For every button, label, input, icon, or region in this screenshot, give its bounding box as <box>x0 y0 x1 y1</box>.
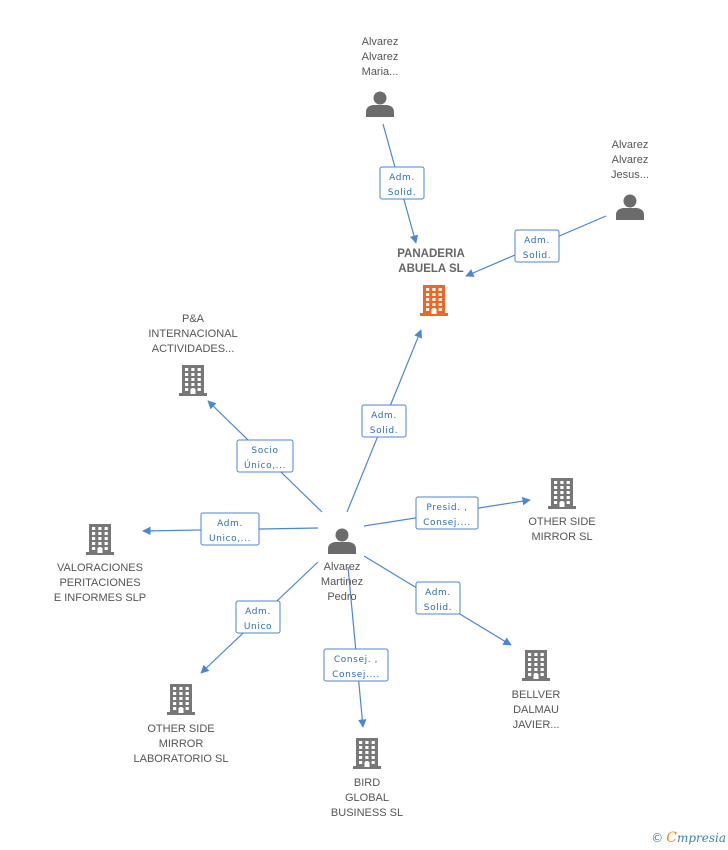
edge-label-pedro-to-pya[interactable]: SocioÚnico,... <box>236 439 294 473</box>
node-label-line: Pedro <box>327 591 356 603</box>
node-alvarez-maria[interactable]: AlvarezAlvarezMaria... <box>362 36 399 117</box>
edge-label-line: Solid. <box>424 603 452 613</box>
copyright-symbol: © <box>651 831 664 845</box>
node-label-line: Martinez <box>321 576 363 588</box>
edge-label-box <box>415 496 479 530</box>
edge-label-line: Adm. <box>217 519 243 529</box>
node-label-line: Maria... <box>362 66 399 78</box>
node-label-line: PANADERIA <box>397 248 465 260</box>
edge-label-line: Adm. <box>389 173 415 183</box>
node-label-line: DALMAU <box>513 704 559 716</box>
edge-label-box <box>236 439 294 473</box>
edge-label-line: Socio <box>251 446 278 456</box>
node-label-line: Alvarez <box>612 139 649 151</box>
building-icon <box>548 478 576 509</box>
node-label-line: BIRD <box>354 777 380 789</box>
node-label-line: JAVIER... <box>513 719 560 731</box>
brand-name: mpresia <box>676 831 726 845</box>
edge-label-box <box>361 404 407 438</box>
edge-label-line: Unico,... <box>209 534 251 544</box>
edge-label-box <box>323 648 389 682</box>
edge-label-line: Unico <box>244 622 272 632</box>
edge-label-box <box>514 229 560 263</box>
edge-labels-layer: Adm. Solid. Adm. Solid. Adm. Solid. SocioÚnico… <box>200 166 560 682</box>
building-icon <box>420 285 448 316</box>
edge-label-line: Consej.... <box>423 518 471 528</box>
node-label-line: Jesus... <box>611 169 649 181</box>
building-icon <box>179 365 207 396</box>
node-label-line: P&A <box>182 313 205 325</box>
edge-label-pedro-to-panaderia[interactable]: Adm. Solid. <box>361 404 407 438</box>
node-bird[interactable]: BIRD GLOBAL BUSINESS SL <box>331 738 403 819</box>
node-other-mirror[interactable]: OTHER SIDE MIRROR SL <box>528 478 596 543</box>
node-bellver[interactable]: BELLVER DALMAU JAVIER... <box>512 650 561 731</box>
building-icon <box>167 684 195 715</box>
node-label-line: OTHER SIDE <box>528 516 595 528</box>
edge-label-alvarez-maria-to-panaderia[interactable]: Adm. Solid. <box>379 166 425 200</box>
building-icon <box>353 738 381 769</box>
edge-label-line: Adm. <box>371 411 397 421</box>
edge-label-box <box>415 581 461 615</box>
edge-label-line: Solid. <box>388 188 416 198</box>
edge-label-box <box>200 512 260 546</box>
node-label-line: GLOBAL <box>345 792 389 804</box>
node-label-line: Alvarez <box>324 561 361 573</box>
building-icon <box>522 650 550 681</box>
edge-label-line: Solid. <box>370 426 398 436</box>
edge-label-box <box>235 600 281 634</box>
node-label-line: MIRROR SL <box>531 531 592 543</box>
node-label-line: MIRROR <box>159 738 204 750</box>
footer-brand[interactable]: © Cmpresia <box>651 830 726 846</box>
edge-pedro-to-bird <box>347 566 367 728</box>
edge-label-line: Consej.... <box>332 670 380 680</box>
node-valoraciones[interactable]: VALORACIONES PERITACIONES E INFORMES SLP <box>54 524 146 604</box>
node-label-line: E INFORMES SLP <box>54 592 146 604</box>
node-alvarez-jesus[interactable]: AlvarezAlvarezJesus... <box>611 139 649 220</box>
edge-label-line: Consej. , <box>334 655 378 665</box>
edge-label-line: Adm. <box>524 236 550 246</box>
node-label-line: LABORATORIO SL <box>134 753 229 765</box>
edge-label-line: Solid. <box>523 251 551 261</box>
edge-label-line: Adm. <box>245 607 271 617</box>
edge-label-pedro-to-other-lab[interactable]: Adm. Unico <box>235 600 281 634</box>
node-other-lab[interactable]: OTHER SIDE MIRROR LABORATORIO SL <box>134 684 229 765</box>
building-icon <box>86 524 114 555</box>
node-label-line: ABUELA SL <box>398 263 463 275</box>
node-label-line: BUSINESS SL <box>331 807 403 819</box>
edge-label-line: Presid. , <box>426 503 467 513</box>
person-icon <box>366 91 394 117</box>
node-label-line: ACTIVIDADES... <box>152 343 235 355</box>
edge-label-box <box>379 166 425 200</box>
edge-label-pedro-to-bird[interactable]: Consej. , Consej.... <box>323 648 389 682</box>
node-label-line: VALORACIONES <box>57 562 143 574</box>
person-icon <box>616 194 644 220</box>
node-label-line: Alvarez <box>362 36 399 48</box>
node-pya[interactable]: P&A INTERNACIONAL ACTIVIDADES... <box>148 313 238 396</box>
node-label-line: PERITACIONES <box>59 577 140 589</box>
edge-label-pedro-to-bellver[interactable]: Adm. Solid. <box>415 581 461 615</box>
edge-label-line: Adm. <box>425 588 451 598</box>
edge-label-pedro-to-other-mirror[interactable]: Presid. , Consej.... <box>415 496 479 530</box>
node-panaderia[interactable]: PANADERIA ABUELA SL <box>397 248 465 316</box>
node-label-line: INTERNACIONAL <box>148 328 237 340</box>
brand-logo[interactable]: Cmpresia <box>666 830 726 846</box>
edge-label-pedro-to-valoraciones[interactable]: Adm. Unico,... <box>200 512 260 546</box>
edge-label-line: Único,... <box>244 459 286 471</box>
node-label-line: BELLVER <box>512 689 561 701</box>
person-icon <box>328 528 356 554</box>
node-label-line: OTHER SIDE <box>147 723 214 735</box>
node-label-line: Alvarez <box>362 51 399 63</box>
node-label-line: Alvarez <box>612 154 649 166</box>
brand-initial: C <box>666 830 677 846</box>
edge-label-alvarez-jesus-to-panaderia[interactable]: Adm. Solid. <box>514 229 560 263</box>
